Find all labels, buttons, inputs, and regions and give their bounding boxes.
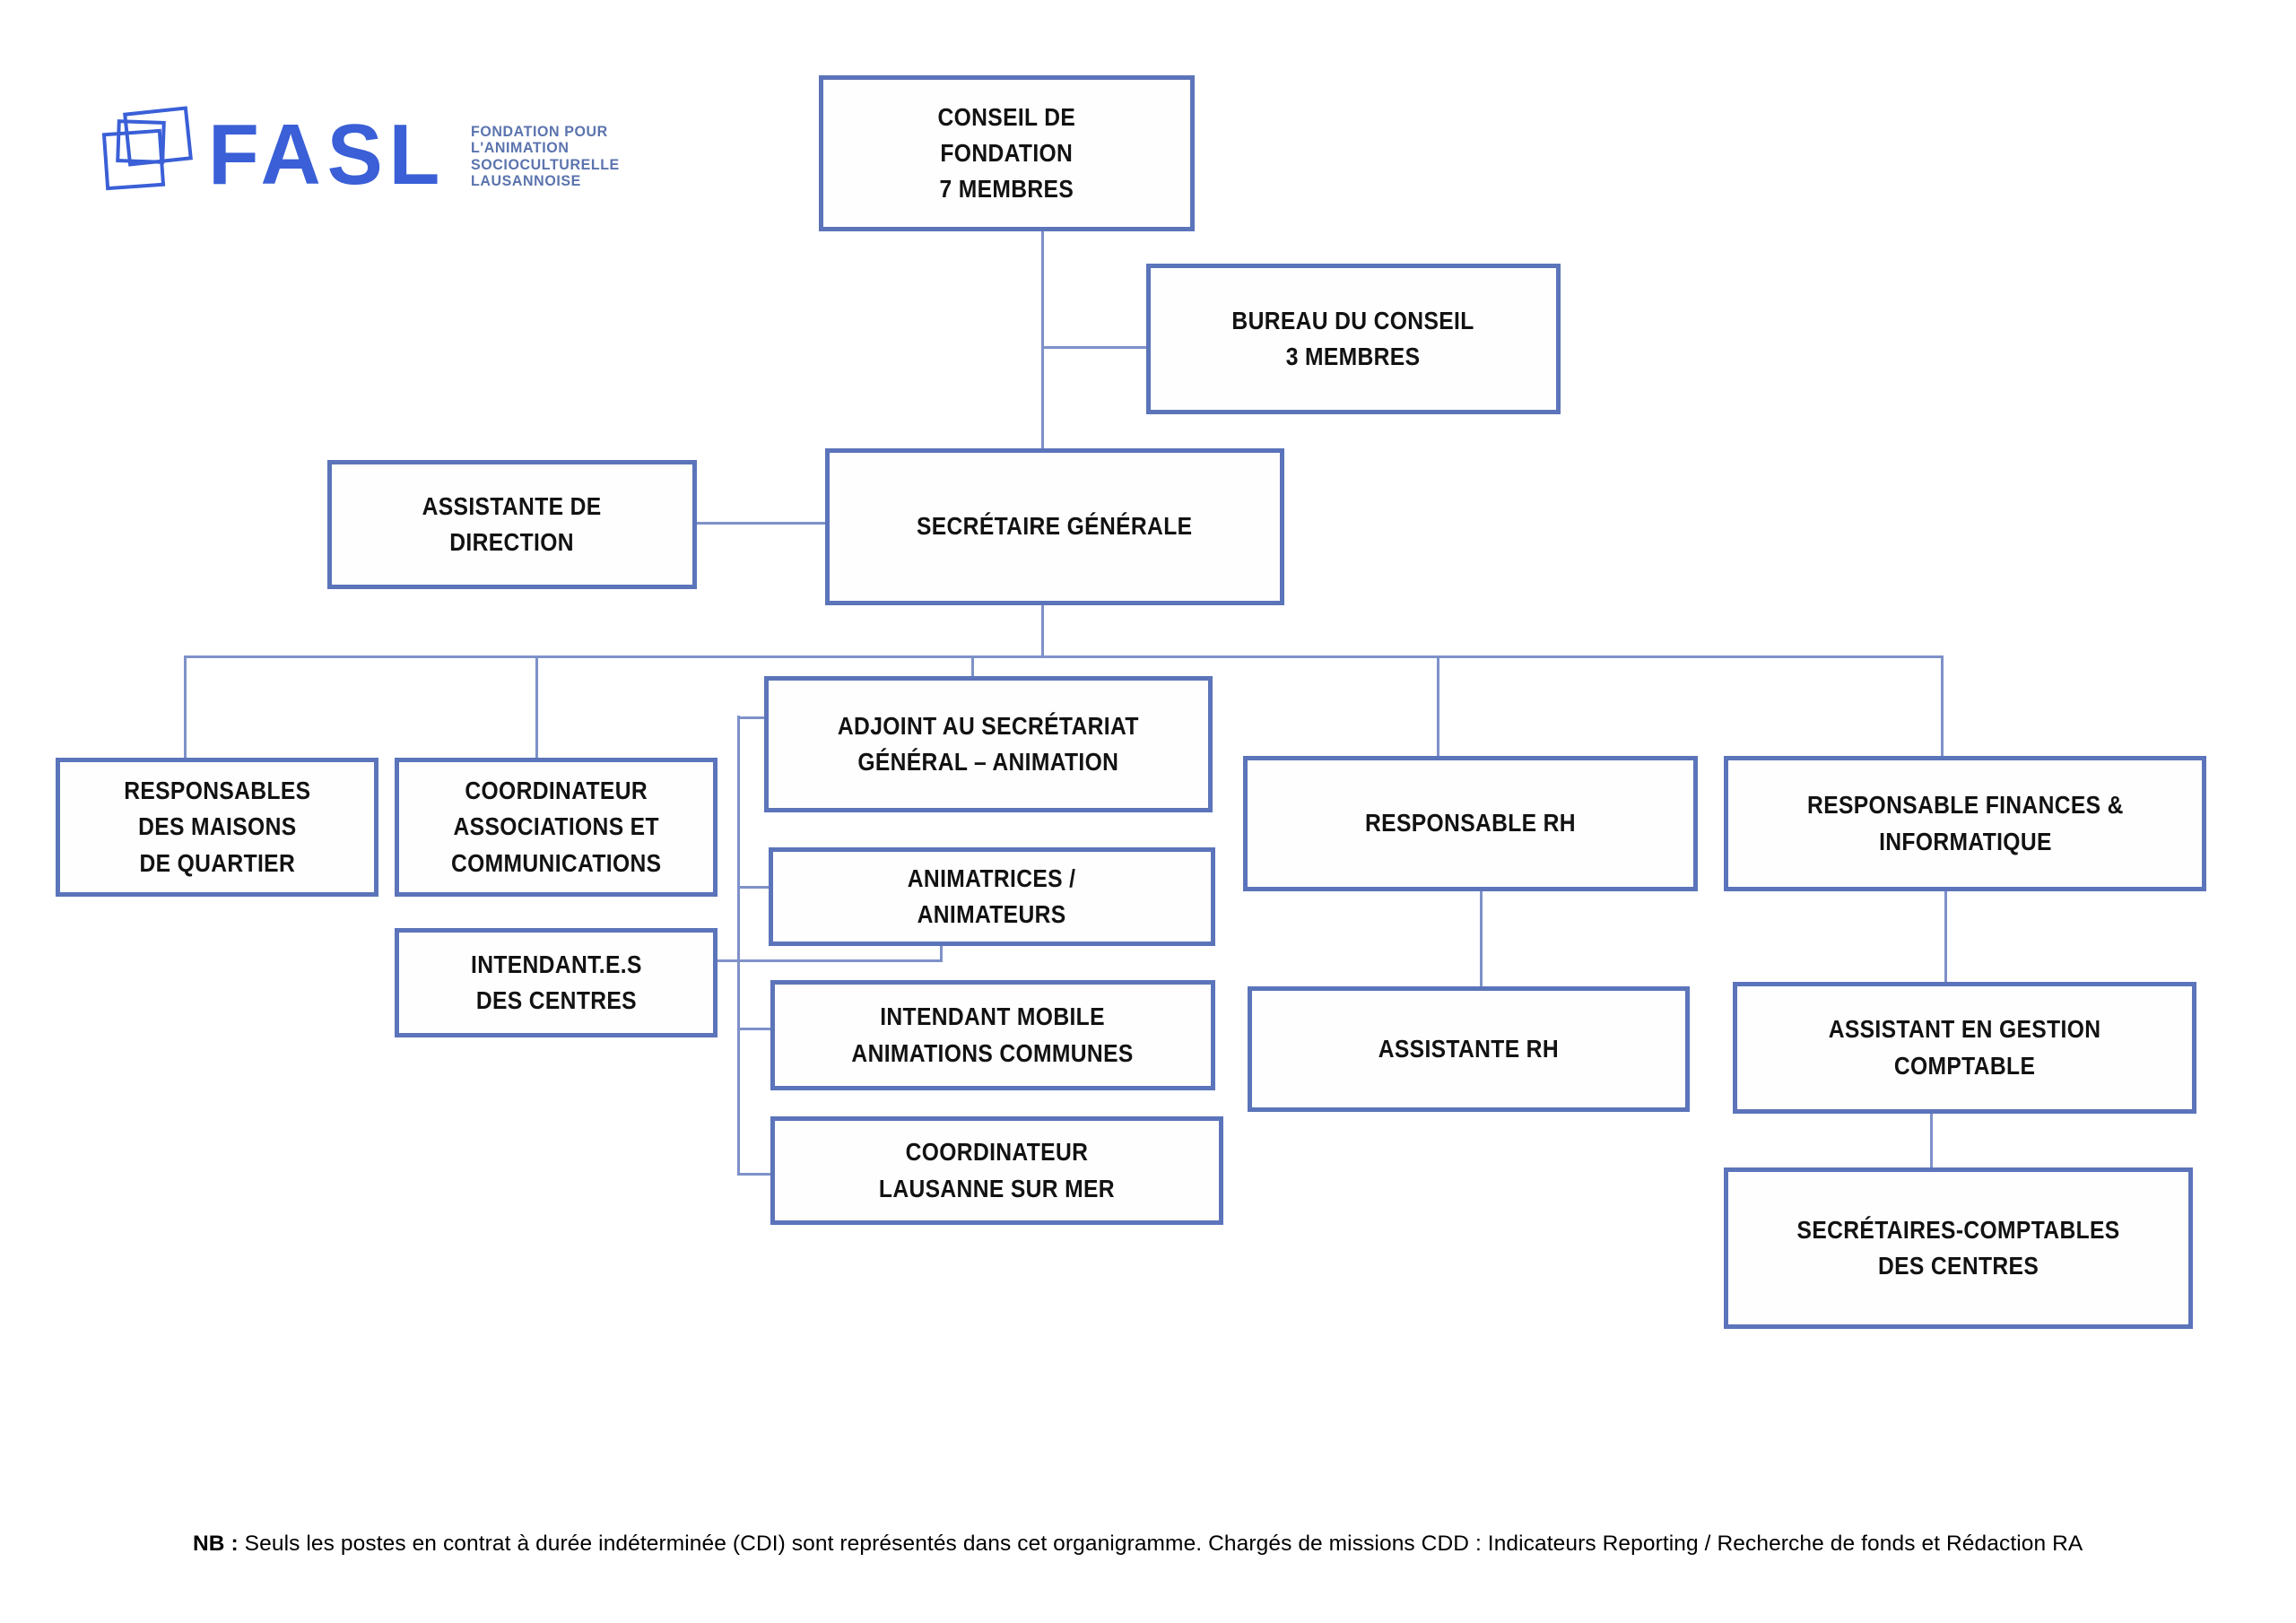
org-node-coordinateur-associations-et-communications: COORDINATEUR ASSOCIATIONS ET COMMUNICATI…: [395, 758, 718, 897]
org-node-label: RESPONSABLE FINANCES & INFORMATIQUE: [1806, 791, 2124, 855]
connector-finances-to-assistant: [1944, 891, 1947, 982]
fasl-tagline-text: FONDATION POUR L'ANIMATION SOCIOCULTUREL…: [471, 124, 621, 190]
connector-tick-animatrices: [737, 886, 770, 889]
connector-assistante-direction: [697, 522, 825, 525]
org-node-assistante-de-direction: ASSISTANTE DE DIRECTION: [327, 460, 697, 589]
org-node-conseil-de-fondation: CONSEIL DE FONDATION 7 MEMBRES: [819, 75, 1195, 231]
connector-tick-bureau: [1041, 346, 1146, 349]
connector-bracket-animation: [737, 716, 740, 1176]
connector-assistant-to-secretaires: [1930, 1114, 1933, 1167]
org-node-responsables-des-maisons-de-quartier: RESPONSABLES DES MAISONS DE QUARTIER: [56, 758, 378, 897]
connector-conseil-to-sg: [1041, 231, 1044, 448]
footnote-prefix: NB :: [193, 1532, 239, 1556]
org-node-label: RESPONSABLES DES MAISONS DE QUARTIER: [123, 777, 311, 877]
org-node-intendant-e-s-des-centres: INTENDANT.E.S DES CENTRES: [395, 928, 718, 1037]
connector-drop-finances: [1941, 655, 1944, 756]
org-node-coordinateur-lausanne-sur-mer: COORDINATEUR LAUSANNE SUR MER: [770, 1116, 1223, 1225]
org-node-label: ASSISTANT EN GESTION COMPTABLE: [1828, 1015, 2101, 1080]
connector-tick-adjoint: [737, 716, 766, 719]
org-node-label: BUREAU DU CONSEIL 3 MEMBRES: [1231, 306, 1475, 370]
org-node-responsable-rh: RESPONSABLE RH: [1243, 756, 1698, 891]
connector-intendants-up-tick: [940, 946, 943, 962]
org-node-assistante-rh: ASSISTANTE RH: [1248, 986, 1690, 1112]
org-node-responsable-finances-informatique: RESPONSABLE FINANCES & INFORMATIQUE: [1724, 756, 2206, 891]
org-node-label: RESPONSABLE RH: [1365, 809, 1576, 838]
org-node-secretaires-comptables-des-centres: SECRÉTAIRES-COMPTABLES DES CENTRES: [1724, 1167, 2193, 1329]
connector-drop-adjoint: [971, 655, 974, 678]
org-node-label: ANIMATRICES / ANIMATEURS: [908, 864, 1076, 928]
org-node-adjoint-au-secretariat-general-animation: ADJOINT AU SECRÉTARIAT GÉNÉRAL – ANIMATI…: [764, 676, 1213, 812]
connector-tick-coordinateur-lausanne: [737, 1173, 772, 1176]
org-node-label: SECRÉTAIRES-COMPTABLES DES CENTRES: [1796, 1215, 2120, 1280]
connector-drop-rh: [1437, 655, 1439, 756]
org-node-animatrices-animateurs: ANIMATRICES / ANIMATEURS: [769, 847, 1215, 946]
org-node-label: COORDINATEUR LAUSANNE SUR MER: [878, 1138, 1115, 1202]
footnote-text: Seuls les postes en contrat à durée indé…: [238, 1532, 2083, 1556]
org-node-bureau-du-conseil: BUREAU DU CONSEIL 3 MEMBRES: [1146, 264, 1561, 414]
org-node-secretaire-generale: SECRÉTAIRE GÉNÉRALE: [825, 448, 1284, 605]
footnote: NB : Seuls les postes en contrat à durée…: [193, 1532, 2166, 1557]
org-node-intendant-mobile-animations-communes: INTENDANT MOBILE ANIMATIONS COMMUNES: [770, 980, 1215, 1090]
connector-sg-down: [1041, 605, 1044, 658]
fasl-logo-icon: [100, 106, 196, 192]
connector-drop-coordinateur: [535, 655, 538, 758]
org-node-label: ADJOINT AU SECRÉTARIAT GÉNÉRAL – ANIMATI…: [838, 711, 1139, 776]
connector-intendants-line: [718, 959, 943, 962]
connector-drop-responsables: [184, 655, 187, 758]
connector-tick-intendant-mobile: [737, 1028, 772, 1030]
org-node-assistant-en-gestion-comptable: ASSISTANT EN GESTION COMPTABLE: [1733, 982, 2196, 1114]
org-node-label: CONSEIL DE FONDATION 7 MEMBRES: [937, 102, 1076, 204]
fasl-brand-text: FASL: [208, 107, 447, 203]
org-node-label: INTENDANT MOBILE ANIMATIONS COMMUNES: [851, 1002, 1135, 1067]
org-node-label: INTENDANT.E.S DES CENTRES: [470, 950, 642, 1014]
fasl-logo: FASL FONDATION POUR L'ANIMATION SOCIOCUL…: [100, 106, 624, 203]
org-node-label: COORDINATEUR ASSOCIATIONS ET COMMUNICATI…: [450, 777, 662, 877]
connector-distribution-line: [184, 655, 1944, 658]
org-node-label: SECRÉTAIRE GÉNÉRALE: [917, 512, 1193, 541]
org-node-label: ASSISTANTE DE DIRECTION: [422, 491, 602, 556]
org-node-label: ASSISTANTE RH: [1378, 1034, 1560, 1063]
connector-rh-to-assistante: [1480, 891, 1483, 986]
